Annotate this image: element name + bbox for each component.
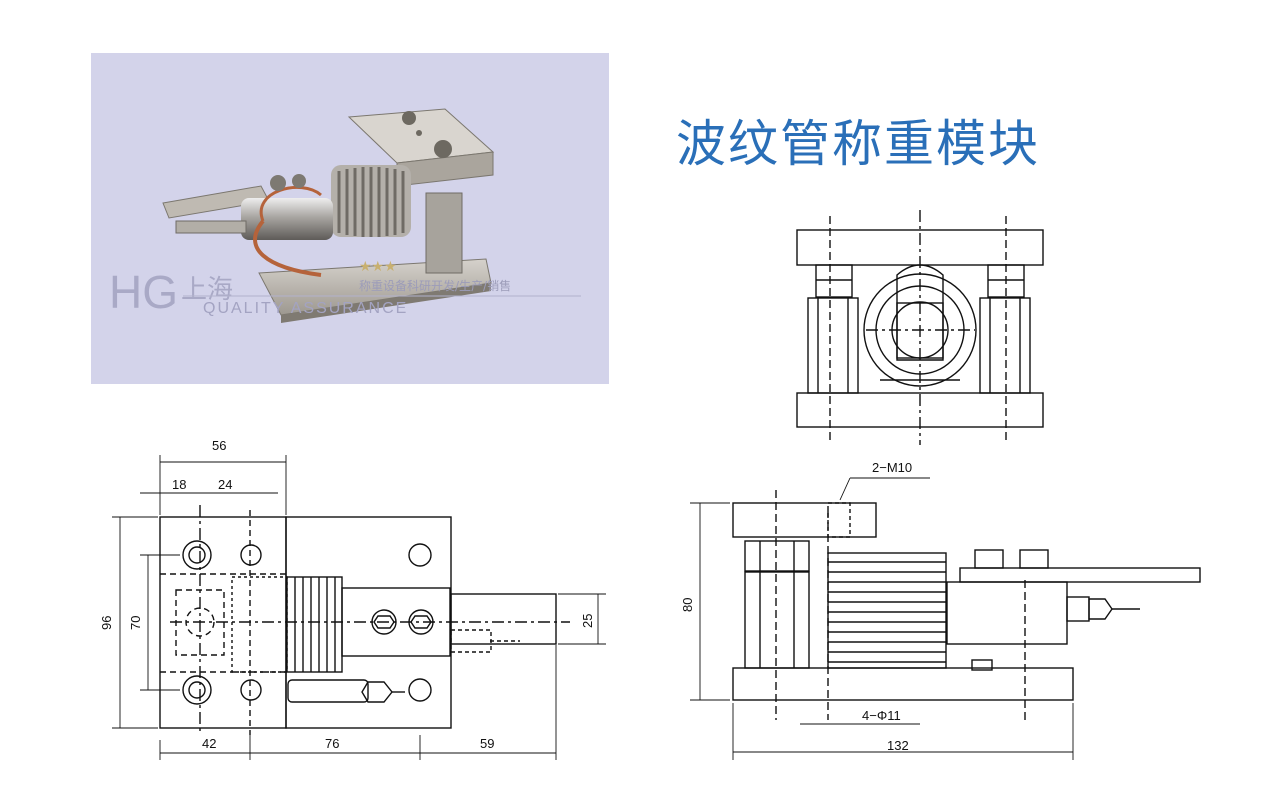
- dim-tab-width: 25: [580, 614, 595, 628]
- dim-thread: 2−M10: [872, 460, 912, 475]
- watermark-stars: ★★★: [359, 259, 397, 275]
- top-view: [159, 505, 570, 735]
- bellows-module-illustration: HG 上海 ★★★ 称重设备科研开发/生产/销售 QUALITY ASSURAN…: [109, 108, 581, 323]
- side-view-dimensions: [690, 477, 1074, 760]
- dim-height-inner: 70: [128, 616, 143, 630]
- dim-width-total: 56: [212, 438, 226, 453]
- bellows: [331, 165, 411, 237]
- dim-length: 132: [887, 738, 909, 753]
- cable-connector: [175, 220, 247, 234]
- side-view: [732, 490, 1201, 720]
- dim-span-right: 59: [480, 736, 494, 751]
- watermark-tagline: 称重设备科研开发/生产/销售: [359, 278, 511, 293]
- watermark-quality: QUALITY ASSURANCE: [203, 300, 408, 317]
- dim-offset-b: 24: [218, 477, 232, 492]
- product-title: 波纹管称重模块: [676, 115, 1040, 173]
- front-view: [796, 210, 1044, 445]
- dim-offset-a: 18: [172, 477, 186, 492]
- dim-height-total: 96: [99, 616, 114, 630]
- sensor-body: [241, 198, 333, 240]
- dim-span-mid: 76: [325, 736, 339, 751]
- watermark-logo: HG: [109, 266, 178, 318]
- dim-span-left: 42: [202, 736, 216, 751]
- support-post: [425, 192, 463, 274]
- dim-height: 80: [680, 598, 695, 612]
- dim-holes: 4−Φ11: [862, 708, 901, 723]
- product-photo: HG 上海 ★★★ 称重设备科研开发/生产/销售 QUALITY ASSURAN…: [91, 53, 609, 384]
- top-view-dimensions: [112, 455, 606, 760]
- cable: [253, 219, 322, 277]
- watermark-city: 上海: [181, 275, 233, 305]
